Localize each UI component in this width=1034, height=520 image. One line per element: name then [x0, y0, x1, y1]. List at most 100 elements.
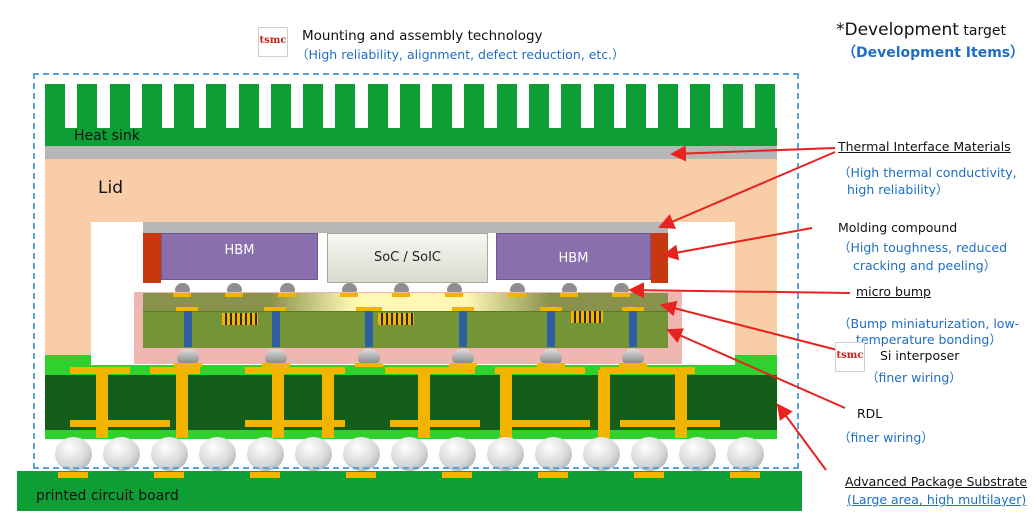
substrate-via	[598, 370, 610, 438]
legend-title-main: *Development	[836, 20, 959, 40]
soc-die: SoC / SoIC	[327, 233, 488, 283]
legend-subtitle: （Development Items）	[842, 45, 1025, 61]
c4-bump	[540, 349, 562, 363]
fine-wiring	[378, 313, 414, 325]
micro-bump-pad	[225, 293, 243, 297]
heat-sink-fin	[399, 84, 420, 130]
bga-ball	[151, 437, 188, 471]
hbm-left-die: HBM	[161, 233, 318, 280]
c4-bump	[265, 349, 287, 363]
heat-sink-fin	[722, 84, 743, 130]
bga-ball	[247, 437, 284, 471]
pcb-pad	[58, 472, 88, 478]
heat-sink-fin	[238, 84, 259, 130]
c4-pad	[449, 363, 477, 367]
pcb-pad	[634, 472, 664, 478]
tsmc-logo-interposer: tsmc	[835, 342, 865, 372]
through-silicon-via	[272, 311, 280, 347]
micro-bump	[342, 283, 357, 292]
micro-bump-pad	[445, 293, 463, 297]
bga-ball	[583, 437, 620, 471]
callout-interposer-title: Si interposer	[880, 348, 960, 363]
rdl-trace	[452, 307, 474, 311]
substrate-via	[418, 370, 430, 438]
bga-ball	[343, 437, 380, 471]
callout-micro-bump-title: micro bump	[856, 284, 931, 299]
rdl-trace	[264, 307, 286, 311]
mounting-note: （High reliability, alignment, defect red…	[296, 47, 625, 62]
c4-bump	[622, 349, 644, 363]
rdl-highlight	[270, 293, 550, 311]
heat-sink-fins	[45, 84, 775, 130]
callout-substrate-title: Advanced Package Substrate	[845, 474, 1028, 489]
fine-wiring	[571, 311, 603, 323]
pcb-pad	[250, 472, 280, 478]
substrate-edge-right	[735, 355, 777, 365]
substrate-trace	[150, 367, 200, 374]
heat-sink-fin	[593, 84, 614, 130]
c4-pad	[537, 363, 565, 367]
molding-compound-left	[143, 233, 161, 283]
substrate-bottom-layer	[45, 430, 777, 439]
tim-arrow-die	[658, 151, 836, 229]
callout-tim-note1: （High thermal conductivity,	[838, 165, 1017, 180]
through-silicon-via	[547, 311, 555, 347]
micro-bump-pad	[508, 293, 526, 297]
rdl-trace	[540, 307, 562, 311]
callout-molding-note2: cracking and peeling）	[853, 258, 997, 273]
heat-sink-fin	[432, 84, 453, 130]
heat-sink-fin	[335, 84, 356, 130]
bga-ball	[631, 437, 668, 471]
c4-bump	[452, 349, 474, 363]
mounting-title: Mounting and assembly technology	[302, 28, 543, 44]
micro-bump	[562, 283, 577, 292]
substrate-trace	[390, 420, 480, 427]
through-silicon-via	[365, 311, 373, 347]
substrate-via	[176, 370, 188, 438]
heat-sink-fin	[109, 84, 130, 130]
heat-sink-fin	[496, 84, 517, 130]
tsmc-logo-text: tsmc	[259, 35, 287, 46]
bga-ball	[727, 437, 764, 471]
thermal-interface-layer	[45, 146, 777, 159]
bga-ball	[535, 437, 572, 471]
bga-ball	[679, 437, 716, 471]
through-silicon-via	[184, 311, 192, 347]
heat-sink-fin	[141, 84, 162, 130]
micro-bump-pad	[560, 293, 578, 297]
molding-arrow	[662, 227, 813, 261]
substrate-trace	[600, 367, 695, 374]
hbm-right-die: HBM	[496, 233, 651, 280]
c4-pad	[355, 363, 383, 367]
fine-wiring	[222, 313, 258, 325]
micro-bump	[614, 283, 629, 292]
interposer-arrow	[660, 300, 846, 353]
heat-sink-fin	[690, 84, 711, 130]
heat-sink-fin	[270, 84, 291, 130]
substrate-via	[96, 370, 108, 438]
micro-bump	[447, 283, 462, 292]
micro-bump	[175, 283, 190, 292]
bga-ball	[295, 437, 332, 471]
bga-ball	[487, 437, 524, 471]
rdl-trace	[176, 307, 198, 311]
heat-sink-fin	[303, 84, 324, 130]
callout-molding-note1: （High toughness, reduced	[838, 240, 1008, 255]
substrate-trace	[245, 367, 345, 374]
callout-tim-title: Thermal Interface Materials	[838, 139, 1011, 154]
lid-label: Lid	[98, 178, 123, 198]
printed-circuit-board	[17, 471, 802, 511]
package-boundary	[33, 73, 799, 469]
c4-bump	[358, 349, 380, 363]
callout-rdl-note: （finer wiring）	[838, 430, 934, 445]
lid-top	[45, 159, 777, 222]
micro-bump	[510, 283, 525, 292]
bga-ball	[103, 437, 140, 471]
substrate-arrow	[776, 403, 827, 471]
callout-micro-bump-note1: （Bump miniaturization, low-	[838, 316, 1020, 331]
c4-pad	[174, 363, 202, 367]
substrate-edge-left	[45, 355, 91, 365]
heat-sink-fin	[206, 84, 227, 130]
substrate-via	[500, 370, 512, 438]
micro-bump-pad	[392, 293, 410, 297]
